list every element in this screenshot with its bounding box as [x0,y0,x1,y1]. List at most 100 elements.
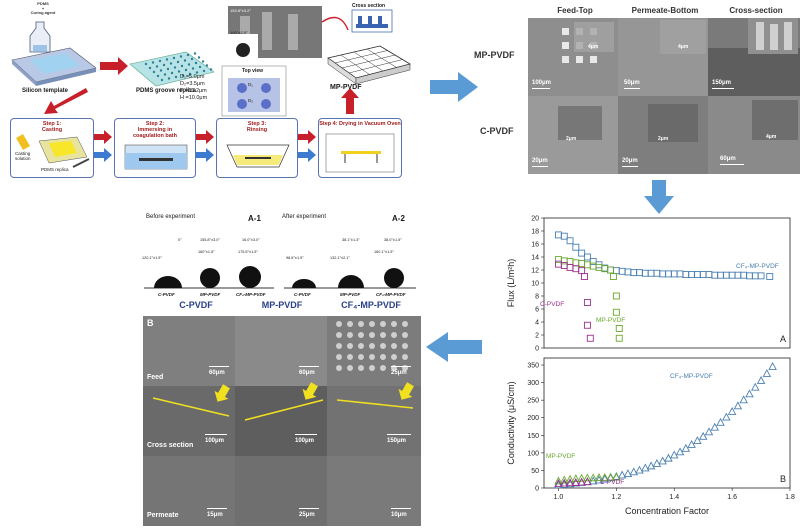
arrow-down-blue-icon [644,180,674,214]
dimension-list: D₁=5.0μm D₂=3.5μm P =10.2μm H =10.0μm [180,74,207,102]
data-point [612,472,621,481]
y-tick-label: 0 [535,486,539,493]
scale-label: 15μm [207,512,223,518]
scale-label: 20μm [622,158,638,164]
data-point [565,479,575,488]
mp-pvdf-label: MP-PVDF [330,84,362,91]
bottom-col-head-c-pvdf: C-PVDF [179,300,213,310]
data-point [623,469,633,478]
d1-label: D₁ [248,82,253,87]
data-point [583,477,592,486]
y-tick-label: 50 [531,468,539,475]
data-point [594,473,604,481]
x-tick-label: 1.6 [727,494,737,501]
data-point [722,412,731,421]
y-tick-label: 100 [527,450,539,457]
scale-label: 60μm [299,370,315,376]
sem-mp-permeate: 50μm 4μm [618,18,708,96]
inset-scale-label: 4μm [588,44,599,50]
plot-frame [543,357,791,489]
data-point [757,272,765,280]
data-point [745,389,754,398]
angle-label-1: 153.8°±3.2° [230,8,251,13]
data-point [664,453,673,462]
bottom-col-head-mp-pvdf: MP-PVDF [261,300,303,310]
data-point [571,477,581,486]
data-point [583,473,592,482]
data-point [610,273,617,280]
before-cf4-small: 16.0°±3.0° [242,238,260,242]
dim-h: H =10.0μm [180,95,208,101]
before-c-small: 0° [178,238,182,242]
panel-label: B [780,474,786,484]
arrow-right-blue-icon [430,72,478,102]
before-cf4-name: CF₄-MP-PVDF [236,292,266,297]
row-label-feed: Feed [147,374,164,381]
after-cf4-small: 38.0°±1.5° [384,238,402,242]
data-point [710,422,720,431]
after-label: After experiment [282,214,327,220]
row-label-c-pvdf: C-PVDF [480,126,514,136]
data-point [566,237,574,245]
step-2-box: Step 2: Immersing in coagulation bath [114,118,196,178]
data-point [646,461,656,470]
sem-c-permeate: 20μm 2μm [618,96,708,174]
series-annotation: MP-PVDF [546,453,575,460]
sem-top-grid: Feed-Top Permeate-Bottom Cross-section M… [470,0,803,182]
data-point [565,474,575,483]
scale-label: 25μm [299,512,315,518]
before-mp-small: 155.8°±3.0° [200,238,220,242]
schematic-svg [11,6,412,162]
data-point [629,467,638,476]
data-point [751,382,760,391]
data-point [594,475,604,484]
y-tick-label: 8 [535,294,539,301]
inset-scale-label: 2μm [658,136,669,142]
arrow-marker-icon [302,382,318,400]
data-point [756,376,766,384]
sem-mp-cross-section: 150μm [708,18,800,96]
row-label-cross-section: Cross section [147,442,194,449]
d2-label: D₂ [248,98,253,103]
scale-label: 20μm [532,158,548,164]
inset-scale-label: 4μm [766,134,777,140]
data-point [704,427,714,436]
sem-bottom-grid: B Feed Cross section Permeate 60μm 60μm … [143,316,421,526]
x-tick-label: 1.4 [669,494,679,501]
top-view-label: Top view [242,68,264,74]
y-tick-label: 18 [531,229,539,236]
data-point [739,395,748,404]
data-point [554,480,563,489]
arrow-left-blue-icon [426,332,482,362]
panel-b-label: B [147,318,154,328]
step-1-title: Step 1: Casting [41,121,63,133]
data-point [600,474,610,483]
data-point [658,456,667,465]
after-c-name: C-PVDF [294,292,311,297]
step-4-box: Step 4: Drying in Vacuum Oven [318,118,402,178]
y-axis-label: Flux (L/m²h) [506,259,516,308]
y-tick-label: 4 [535,320,539,327]
data-point [606,472,615,481]
y-tick-label: 300 [527,380,539,387]
data-point [571,474,581,482]
contact-angle-panel: Before experiment A-1 After experiment A… [140,208,420,316]
data-point [768,361,777,370]
data-point [617,470,627,479]
data-point [687,439,696,448]
pdms-bottle-icon [29,21,51,53]
dim-d1: D₁=5.0μm [180,74,205,80]
step-3-box: Step 3: Rinsing [216,118,298,178]
data-point [612,292,620,300]
y-tick-label: 12 [531,268,539,275]
arrow-step2-icon [196,130,214,144]
data-point [716,417,725,426]
inset-scale-label: 4μm [678,44,689,50]
mp-pvdf-illustration [327,45,412,85]
data-point [583,321,591,329]
col-head-permeate-bottom: Permeate-Bottom [631,6,699,15]
data-point [583,299,591,306]
after-mp-angle: 132.1°±2.1° [330,256,350,260]
data-point [583,253,591,261]
data-point [733,401,743,410]
